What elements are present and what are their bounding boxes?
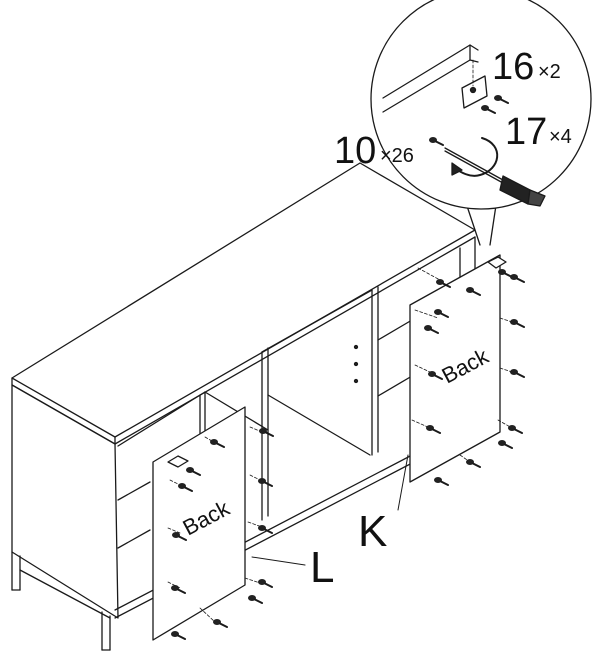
part-letter-k: K	[358, 507, 387, 556]
back-panel-k: Back	[409, 254, 507, 483]
back-panel-l: Back	[152, 406, 246, 641]
hardware-10-id: 10	[334, 130, 376, 172]
hardware-16-id: 16	[492, 46, 534, 88]
hardware-17-id: 17	[505, 111, 547, 153]
hardware-17-qty: ×4	[549, 126, 572, 148]
hardware-10-qty: ×26	[380, 145, 414, 167]
part-letter-l: L	[310, 543, 334, 592]
detail-callout	[370, 0, 592, 246]
hardware-16-qty: ×2	[538, 61, 561, 83]
screws-panel-k	[411, 267, 516, 463]
